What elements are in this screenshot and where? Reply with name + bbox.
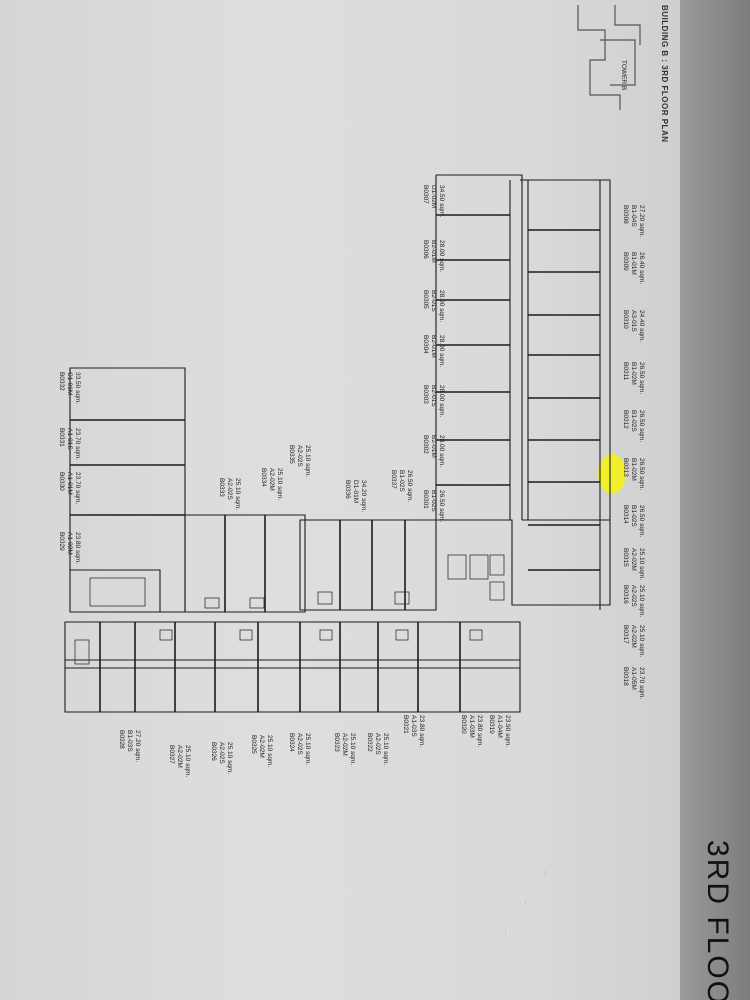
svg-text:B0306B2-01M28.00 sqm.: B0306B2-01M28.00 sqm. — [422, 240, 445, 272]
svg-text:B0307D1-02M34.50 sqm.: B0307D1-02M34.50 sqm. — [422, 185, 445, 217]
svg-text:B0317A2-02M25.10 sqm.: B0317A2-02M25.10 sqm. — [622, 625, 645, 657]
background-edge — [680, 0, 750, 1000]
unit-dividers-upper — [436, 214, 600, 571]
svg-text:B0330A1-01M23.70 sqm.: B0330A1-01M23.70 sqm. — [58, 472, 81, 504]
svg-text:B0312B1-02S26.50 sqm.: B0312B1-02S26.50 sqm. — [622, 410, 645, 442]
svg-text:B0337B1-02S26.50 sqm.: B0337B1-02S26.50 sqm. — [390, 470, 413, 502]
plan-walls — [64, 174, 611, 713]
svg-text:B0303B2-01S28.00 sqm.: B0303B2-01S28.00 sqm. — [422, 385, 445, 417]
svg-text:B0328B1-03S27.20 sqm.: B0328B1-03S27.20 sqm. — [118, 730, 141, 762]
svg-text:B0324A2-02S25.10 sqm.: B0324A2-02S25.10 sqm. — [288, 733, 311, 765]
svg-text:B0336D1-01M34.20 sqm.: B0336D1-01M34.20 sqm. — [344, 480, 367, 512]
svg-text:B0308B1-04S27.20 sqm.: B0308B1-04S27.20 sqm. — [622, 205, 645, 237]
tower-label: TOWER B — [620, 60, 627, 90]
floor-title: 3RD FLOOR — [701, 840, 734, 1000]
svg-text:B0301B1-02S26.50 sqm.: B0301B1-02S26.50 sqm. — [422, 490, 445, 522]
svg-text:B0319A1-04M23.90 sqm.: B0319A1-04M23.90 sqm. — [488, 715, 511, 747]
svg-text:B0314B1-02S26.50 sqm.: B0314B1-02S26.50 sqm. — [622, 505, 645, 537]
svg-text:B0304B2-01M28.00 sqm.: B0304B2-01M28.00 sqm. — [422, 335, 445, 367]
svg-text:B0331A1-01S23.70 sqm.: B0331A1-01S23.70 sqm. — [58, 428, 81, 460]
svg-text:B0315A2-02M25.10 sqm.: B0315A2-02M25.10 sqm. — [622, 548, 645, 580]
unit-dividers-lower — [70, 419, 461, 712]
svg-text:B0327A2-02M25.10 sqm.: B0327A2-02M25.10 sqm. — [168, 745, 191, 777]
svg-text:B0323A2-02M25.10 sqm.: B0323A2-02M25.10 sqm. — [333, 733, 356, 765]
svg-text:B0325A2-02M25.10 sqm.: B0325A2-02M25.10 sqm. — [250, 735, 273, 767]
key-plan — [577, 5, 641, 110]
paper-sheet — [0, 0, 680, 1000]
svg-text:B0309B1-01M26.40 sqm.: B0309B1-01M26.40 sqm. — [622, 252, 645, 284]
svg-text:B0305B2-01S28.00 sqm.: B0305B2-01S28.00 sqm. — [422, 290, 445, 322]
svg-text:B0302B2-01M28.00 sqm.: B0302B2-01M28.00 sqm. — [422, 435, 445, 467]
svg-text:B0332C1-01M33.50 sqm.: B0332C1-01M33.50 sqm. — [58, 372, 81, 404]
unit-labels: B0307D1-02M34.50 sqm. B0306B2-01M28.00 s… — [58, 185, 645, 777]
svg-text:B0318A1-05M23.70 sqm.: B0318A1-05M23.70 sqm. — [622, 667, 645, 699]
svg-text:B0326A2-02S25.10 sqm.: B0326A2-02S25.10 sqm. — [210, 742, 233, 774]
svg-text:B0311B1-02M26.50 sqm.: B0311B1-02M26.50 sqm. — [622, 362, 645, 394]
plan-title: BUILDING B : 3RD FLOOR PLAN — [660, 5, 669, 143]
svg-text:B0322A2-02S25.10 sqm.: B0322A2-02S25.10 sqm. — [366, 733, 389, 765]
svg-text:B0310A3-01S24.40 sqm.: B0310A3-01S24.40 sqm. — [622, 310, 645, 342]
faint-notes: ... ... ... — [503, 870, 550, 936]
highlight-marker — [598, 454, 626, 494]
svg-text:B0333A2-02S25.10 sqm.: B0333A2-02S25.10 sqm. — [218, 478, 241, 510]
svg-text:B0335A2-02S25.10 sqm.: B0335A2-02S25.10 sqm. — [288, 445, 311, 477]
svg-text:B0320A1-03M23.80 sqm.: B0320A1-03M23.80 sqm. — [460, 715, 483, 747]
svg-text:...: ... — [503, 930, 510, 936]
svg-text:...: ... — [543, 870, 550, 876]
svg-text:...: ... — [523, 900, 530, 906]
svg-text:B0329A1-02M23.80 sqm.: B0329A1-02M23.80 sqm. — [58, 532, 81, 564]
svg-text:B0334A2-02M25.10 sqm.: B0334A2-02M25.10 sqm. — [260, 468, 283, 500]
svg-text:B0316A2-02S25.10 sqm.: B0316A2-02S25.10 sqm. — [622, 585, 645, 617]
svg-text:B0321A1-03S23.80 sqm.: B0321A1-03S23.80 sqm. — [402, 715, 425, 747]
svg-text:B0313B1-02M26.50 sqm.: B0313B1-02M26.50 sqm. — [622, 458, 645, 490]
fixtures — [74, 554, 505, 665]
